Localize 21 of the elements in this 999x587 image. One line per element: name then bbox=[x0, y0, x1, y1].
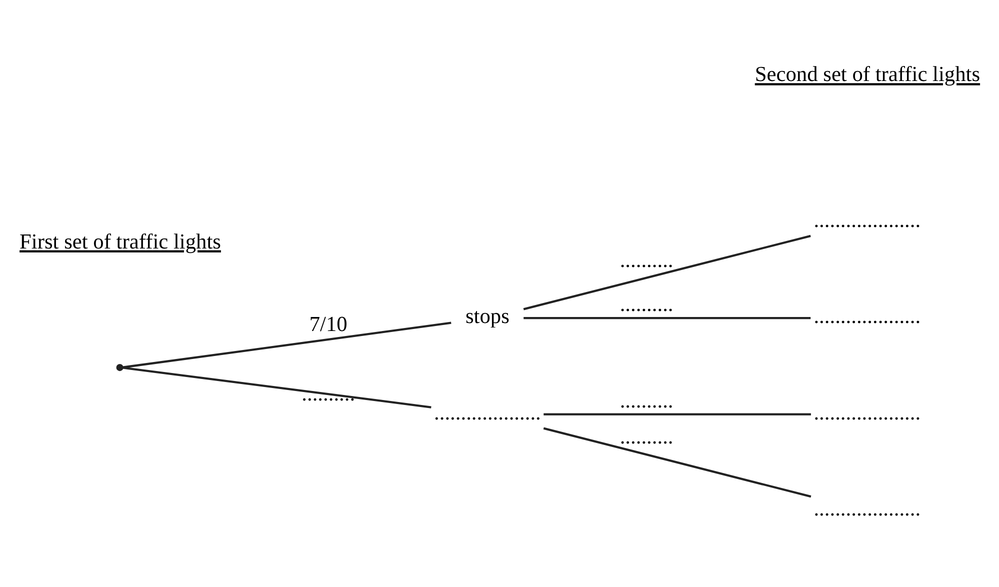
edge-label: .......... bbox=[620, 388, 674, 412]
edge-label: 7/10 bbox=[309, 312, 348, 336]
edge-label: .......... bbox=[620, 292, 674, 316]
connector bbox=[543, 426, 812, 498]
connector bbox=[544, 412, 811, 415]
node-text: .................... bbox=[814, 496, 921, 520]
edge-label: .......... bbox=[302, 381, 356, 406]
connector bbox=[524, 316, 811, 319]
node-point bbox=[116, 363, 124, 371]
node-text: stops bbox=[465, 304, 510, 328]
node-text: .................... bbox=[814, 207, 921, 232]
label: Second set of traffic lights bbox=[754, 62, 980, 86]
connector bbox=[122, 366, 432, 408]
node-text: .................... bbox=[434, 400, 541, 424]
label: First set of traffic lights bbox=[20, 228, 221, 253]
connector bbox=[122, 321, 452, 368]
edge-label: .......... bbox=[620, 247, 674, 272]
node-text: .................... bbox=[814, 304, 921, 328]
edge-label: .......... bbox=[620, 424, 674, 448]
node-text: .................... bbox=[814, 400, 921, 424]
connector bbox=[523, 234, 811, 310]
